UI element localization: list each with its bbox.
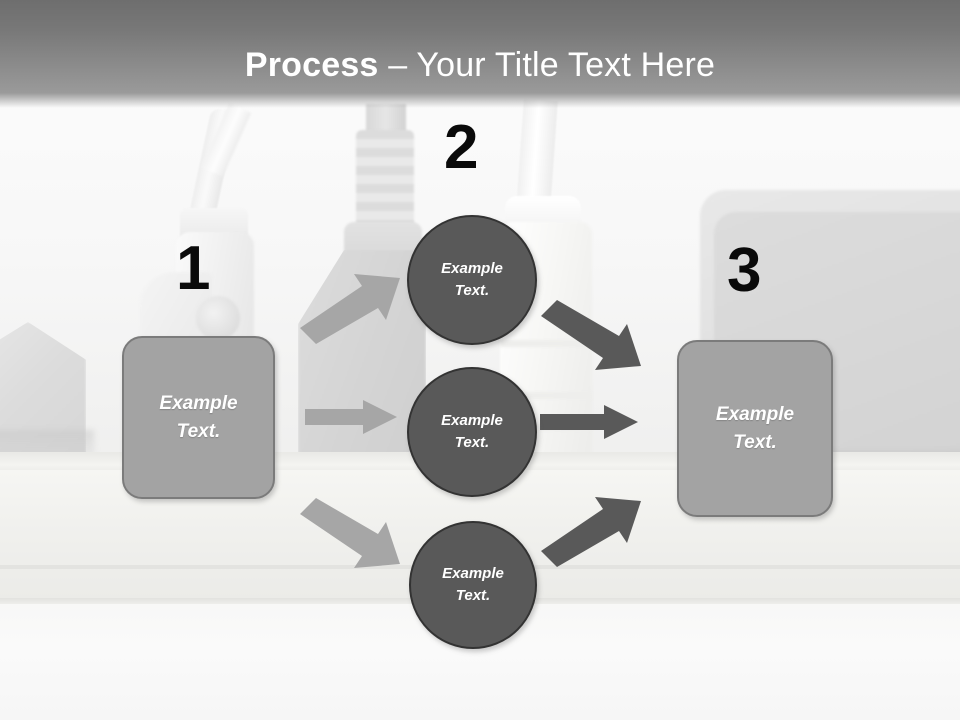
photo-plug-white-left-ring: [196, 296, 240, 340]
step-number-2: 2: [444, 113, 478, 182]
process-box-end-line1: Example: [715, 403, 795, 425]
arrow-start-to-bottom[interactable]: [300, 498, 404, 570]
process-circle-top-line2: Text.: [454, 282, 490, 299]
page-title-bold: Process: [244, 46, 379, 84]
header-bar: Process – Your Title Text Here: [0, 0, 960, 108]
process-circle-bottom-line1: Example: [442, 564, 504, 582]
photo-plug-white-center-rib-2: [500, 392, 592, 399]
arrow-start-to-mid[interactable]: [305, 400, 397, 434]
arrow-mid-to-end[interactable]: [540, 405, 638, 439]
page-title: Process – Your Title Text Here: [245, 46, 715, 85]
process-circle-middle[interactable]: Example Text.: [407, 367, 537, 497]
step-number-3: 3: [727, 236, 761, 305]
step-number-1: 1: [176, 234, 210, 303]
page-title-rest: – Your Title Text Here: [378, 46, 716, 84]
photo-cable-gray-ribs: [356, 130, 414, 230]
process-box-end-line2: Text.: [733, 431, 777, 453]
process-box-start-line1: Example: [159, 392, 238, 414]
process-circle-middle-line2: Text.: [454, 434, 490, 451]
process-circle-top[interactable]: Example Text.: [407, 215, 537, 345]
process-box-start[interactable]: Example Text.: [122, 336, 275, 499]
process-circle-middle-line1: Example: [441, 411, 503, 429]
process-circle-top-line1: Example: [441, 259, 503, 277]
arrow-bottom-to-end[interactable]: [541, 495, 645, 567]
arrow-start-to-top[interactable]: [300, 272, 404, 344]
arrow-top-to-end[interactable]: [541, 300, 645, 372]
process-box-start-line2: Text.: [176, 420, 221, 442]
process-box-end[interactable]: Example Text.: [677, 340, 833, 517]
process-circle-bottom-line2: Text.: [455, 587, 491, 604]
process-circle-bottom[interactable]: Example Text.: [409, 521, 537, 649]
photo-plug-white-center-rib-1: [500, 340, 592, 347]
